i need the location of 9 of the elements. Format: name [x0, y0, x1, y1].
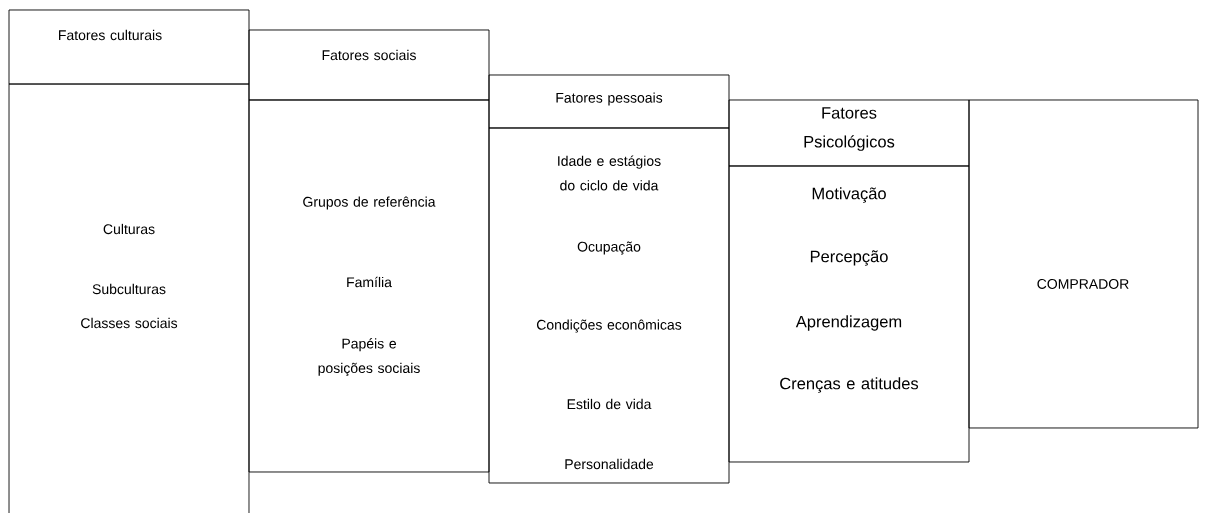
factor-box: Idade e estágios do ciclo de vida Ocupação Condições econômicas Estilo de vida Personalidade	[488, 127, 730, 484]
header-box: Fatores pessoais	[488, 74, 730, 129]
header-box: Fatores sociais	[248, 29, 490, 101]
factor-box: Motivação Percepção Aprendizagem Crenças e atitudes	[728, 165, 970, 463]
header-box: Fatores culturais	[8, 9, 250, 85]
header-box: Fatores Psicológicos	[728, 99, 970, 167]
factor-box: Grupos de referência Família Papéis e posições sociais	[248, 99, 490, 473]
factor-box: Culturas Subculturas Classes sociais	[8, 83, 250, 513]
buyer-box: COMPRADOR	[968, 99, 1199, 429]
